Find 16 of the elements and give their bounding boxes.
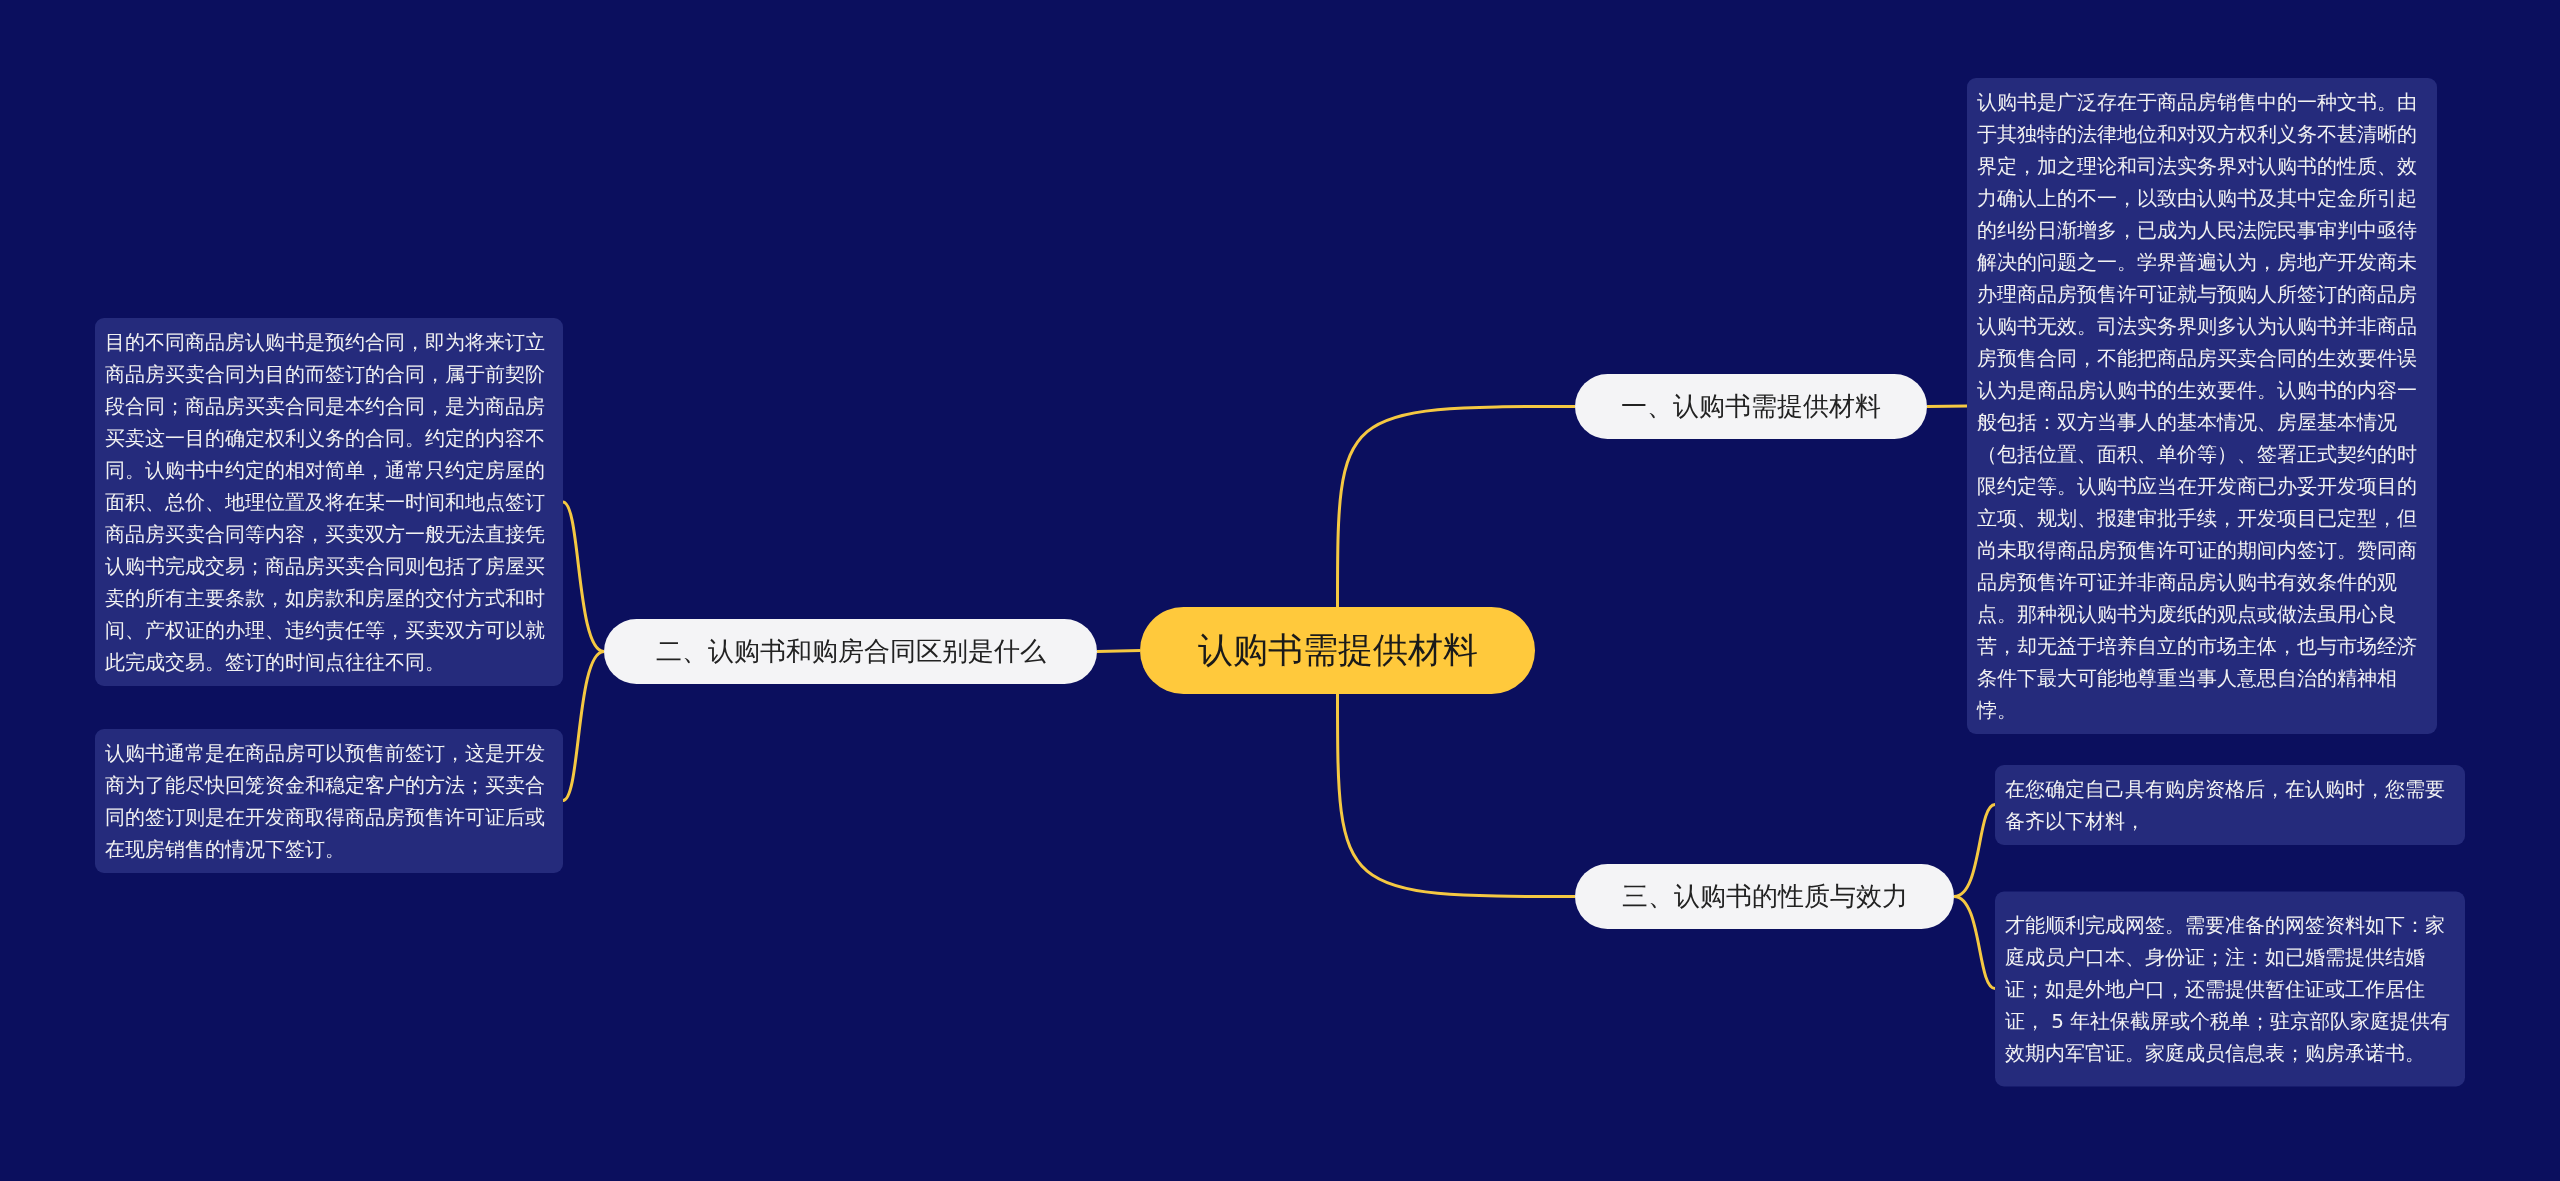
topic-pill: 二、认购书和购房合同区别是什么 (604, 619, 1097, 684)
text-card: 在您确定自己具有购房资格后，在认购时，您需要备齐以下材料， (1995, 764, 2465, 845)
text-card: 认购书是广泛存在于商品房销售中的一种文书。由于其独特的法律地位和对双方权利义务不甚清晰的界定，加之理论和司法实务界对认购书的性质、效力确认上的不一，以致由认购书及其中定金所引起的纠纷日渐增多，已成为人民法院民事审判中亟待解决的问题之一。学界普遍认为，房地产开发商未办理商品房预售许可证就与预购人所签订的商品房认购书无效。司法实务界则多认为认购书并非商品房预售合同，不能把商品房买卖合同的生效要件误认为是商品房认购书的生效要件。认购书的内容一般包括：双方当事人的基本情况、房屋基本情况（包括位置、面积、单价等）、签署正式契约的时限约定等。认购书应当在开发商已办妥开发项目的立项、规划、报建审批手续，开发项目已定型，但尚未取得商品房预售许可证的期间内签订。赞同商品房预售许可证并非商品房认购书有效条件的观点。那种视认购书为废纸的观点或做法虽用心良苦，却无益于培养自立的市场主体，也与市场经济条件下最大可能地尊重当事人意思自治的精神相悖。 (1967, 78, 2437, 734)
central-topic: 认购书需提供材料 (1140, 607, 1535, 694)
connector-line (1336, 694, 1575, 898)
text-card: 目的不同商品房认购书是预约合同，即为将来订立商品房买卖合同为目的而签订的合同，属于前契阶段合同；商品房买卖合同是本约合同，是为商品房买卖这一目的确定权利义务的合同。约定的内容不同。认购书中约定的相对简单，通常只约定房屋的面积、总价、地理位置及将在某一时间和地点签订商品房买卖合同等内容，买卖双方一般无法直接凭认购书完成交易；商品房买卖合同则包括了房屋买卖的所有主要条款，如房款和房屋的交付方式和时间、产权证的办理、违约责任等，买卖双方可以就此完成交易。签订的时间点往往不同。 (95, 318, 563, 686)
connector-line (562, 500, 605, 653)
topic-pill: 一、认购书需提供材料 (1575, 374, 1927, 439)
text-card: 才能顺利完成网签。需要准备的网签资料如下：家庭成员户口本、身份证；注：如已婚需提供结婚证；如是外地户口，还需提供暂住证或工作居住证， 5 年社保截屏或个税单；驻京部队家庭提供有效期内军官证。家庭成员信息表；购房承诺书。 (1995, 891, 2465, 1086)
connector-line (1926, 404, 1968, 408)
connector-line (1953, 895, 1996, 990)
connector-line (1336, 405, 1575, 607)
topic-pill: 三、认购书的性质与效力 (1575, 864, 1954, 929)
connector-line (1096, 649, 1141, 653)
connector-line (562, 650, 605, 802)
text-card: 认购书通常是在商品房可以预售前签订，这是开发商为了能尽快回笼资金和稳定客户的方法；买卖合同的签订则是在开发商取得商品房预售许可证后或在现房销售的情况下签订。 (95, 728, 563, 873)
